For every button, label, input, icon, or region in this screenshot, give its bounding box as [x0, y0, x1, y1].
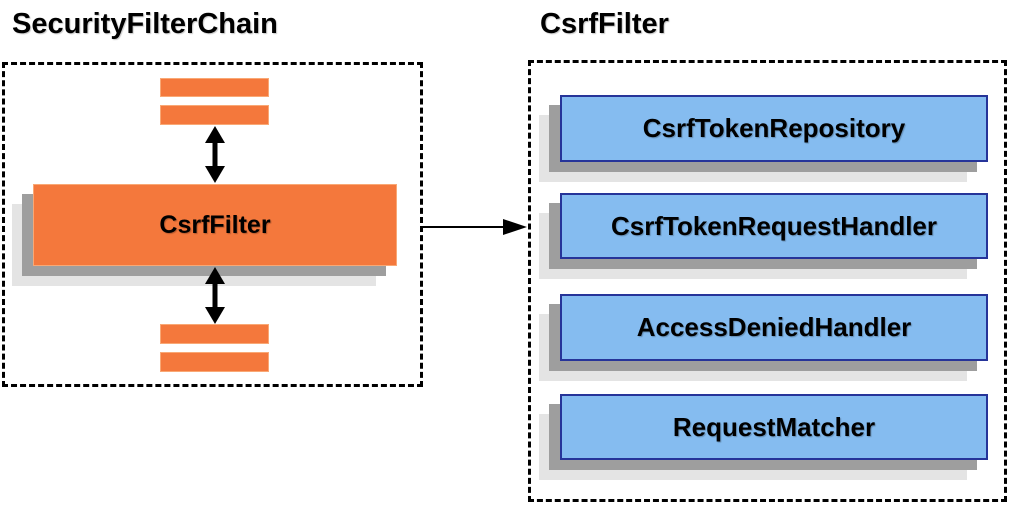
- security-filter-chain-container: CsrfFilter: [2, 62, 423, 387]
- filter-bar: [160, 105, 269, 125]
- up-down-arrow-icon: [205, 267, 225, 324]
- right-arrow-icon: [422, 219, 527, 235]
- csrf-filter-box: CsrfFilter: [33, 184, 397, 266]
- filter-bar: [160, 324, 269, 344]
- csrf-filter-panel-title: CsrfFilter: [540, 8, 669, 40]
- csrf-token-request-handler-box: CsrfTokenRequestHandler: [560, 193, 988, 259]
- access-denied-handler-box: AccessDeniedHandler: [560, 294, 988, 361]
- filter-bar: [160, 78, 269, 97]
- csrf-filter-container: CsrfTokenRepository CsrfTokenRequestHand…: [528, 60, 1007, 502]
- csrf-token-repository-box: CsrfTokenRepository: [560, 95, 988, 162]
- up-down-arrow-icon: [205, 126, 225, 183]
- security-filter-chain-title: SecurityFilterChain: [12, 8, 278, 40]
- filter-bar: [160, 352, 269, 372]
- request-matcher-box: RequestMatcher: [560, 394, 988, 460]
